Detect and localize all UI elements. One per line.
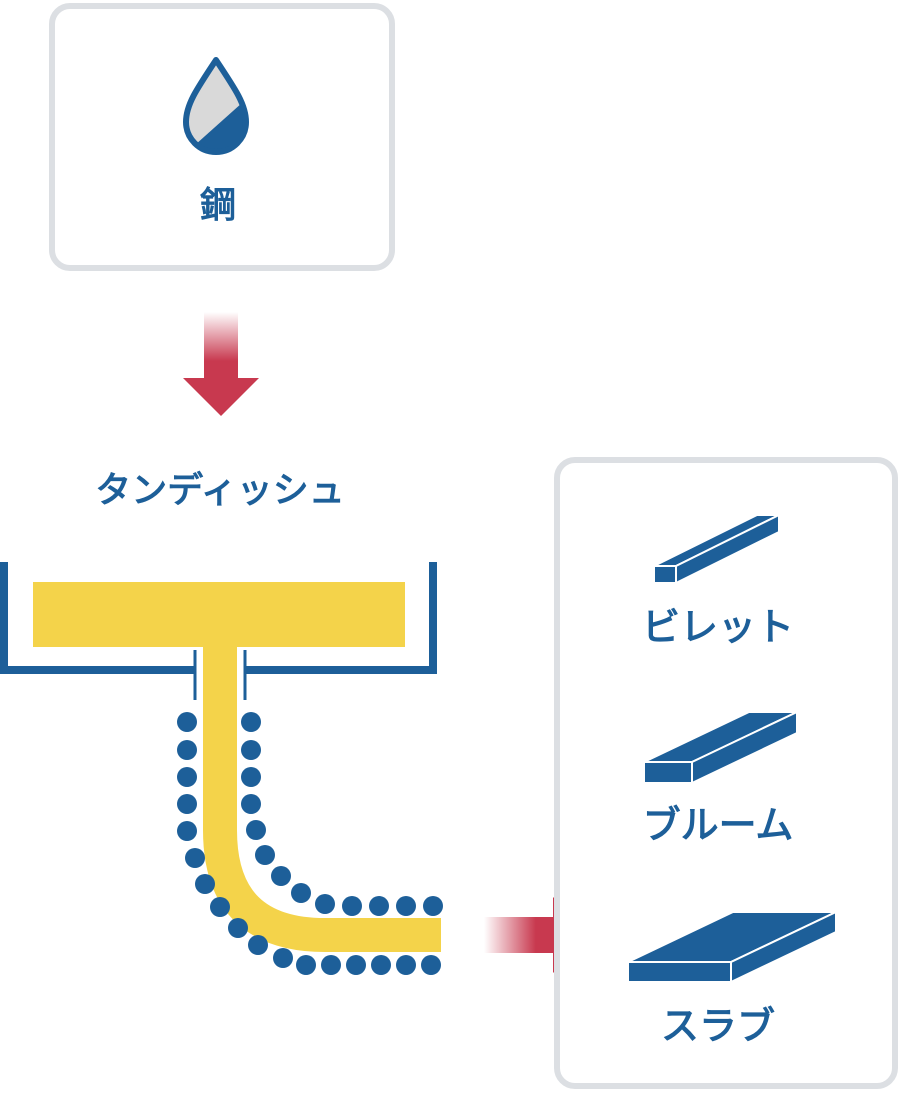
roller-dot: [342, 896, 362, 916]
slab-icon: [627, 911, 837, 983]
roller-dot: [321, 955, 341, 975]
roller-dot: [241, 767, 261, 787]
roller-dot: [273, 948, 293, 968]
roller-dot: [371, 955, 391, 975]
roller-dot: [241, 794, 261, 814]
roller-dot: [177, 821, 197, 841]
roller-dot: [177, 767, 197, 787]
slab-label: スラブ: [661, 1004, 775, 1048]
roller-dot: [241, 740, 261, 760]
roller-dot: [185, 848, 205, 868]
molten-steel: [33, 582, 441, 952]
rollers: [177, 712, 443, 975]
roller-dot: [248, 935, 268, 955]
roller-dot: [177, 712, 197, 732]
bloom-label: ブルーム: [643, 803, 794, 847]
roller-dot: [396, 955, 416, 975]
down-arrow: [183, 312, 259, 416]
droplet-icon: [183, 57, 249, 155]
billet-icon: [653, 514, 780, 584]
billet-label: ビレット: [642, 605, 794, 649]
tundish-vessel: [0, 562, 437, 700]
roller-dot: [177, 794, 197, 814]
roller-dot: [315, 894, 335, 914]
roller-dot: [271, 866, 291, 886]
roller-dot: [210, 897, 230, 917]
roller-dot: [177, 740, 197, 760]
bloom-icon: [643, 711, 798, 784]
roller-dot: [296, 955, 316, 975]
roller-dot: [291, 883, 311, 903]
roller-dot: [246, 820, 266, 840]
roller-dot: [255, 845, 275, 865]
steel-input-box: 鋼: [49, 3, 395, 271]
roller-dot: [241, 712, 261, 732]
roller-dot: [421, 955, 441, 975]
products-box: ビレット ブルーム スラブ: [554, 457, 898, 1089]
tundish-label: タンディッシュ: [95, 469, 344, 511]
roller-dot: [396, 896, 416, 916]
roller-dot: [195, 874, 215, 894]
steel-label: 鋼: [200, 185, 236, 226]
roller-dot: [228, 918, 248, 938]
roller-dot: [346, 955, 366, 975]
roller-dot: [369, 896, 389, 916]
roller-dot: [423, 896, 443, 916]
